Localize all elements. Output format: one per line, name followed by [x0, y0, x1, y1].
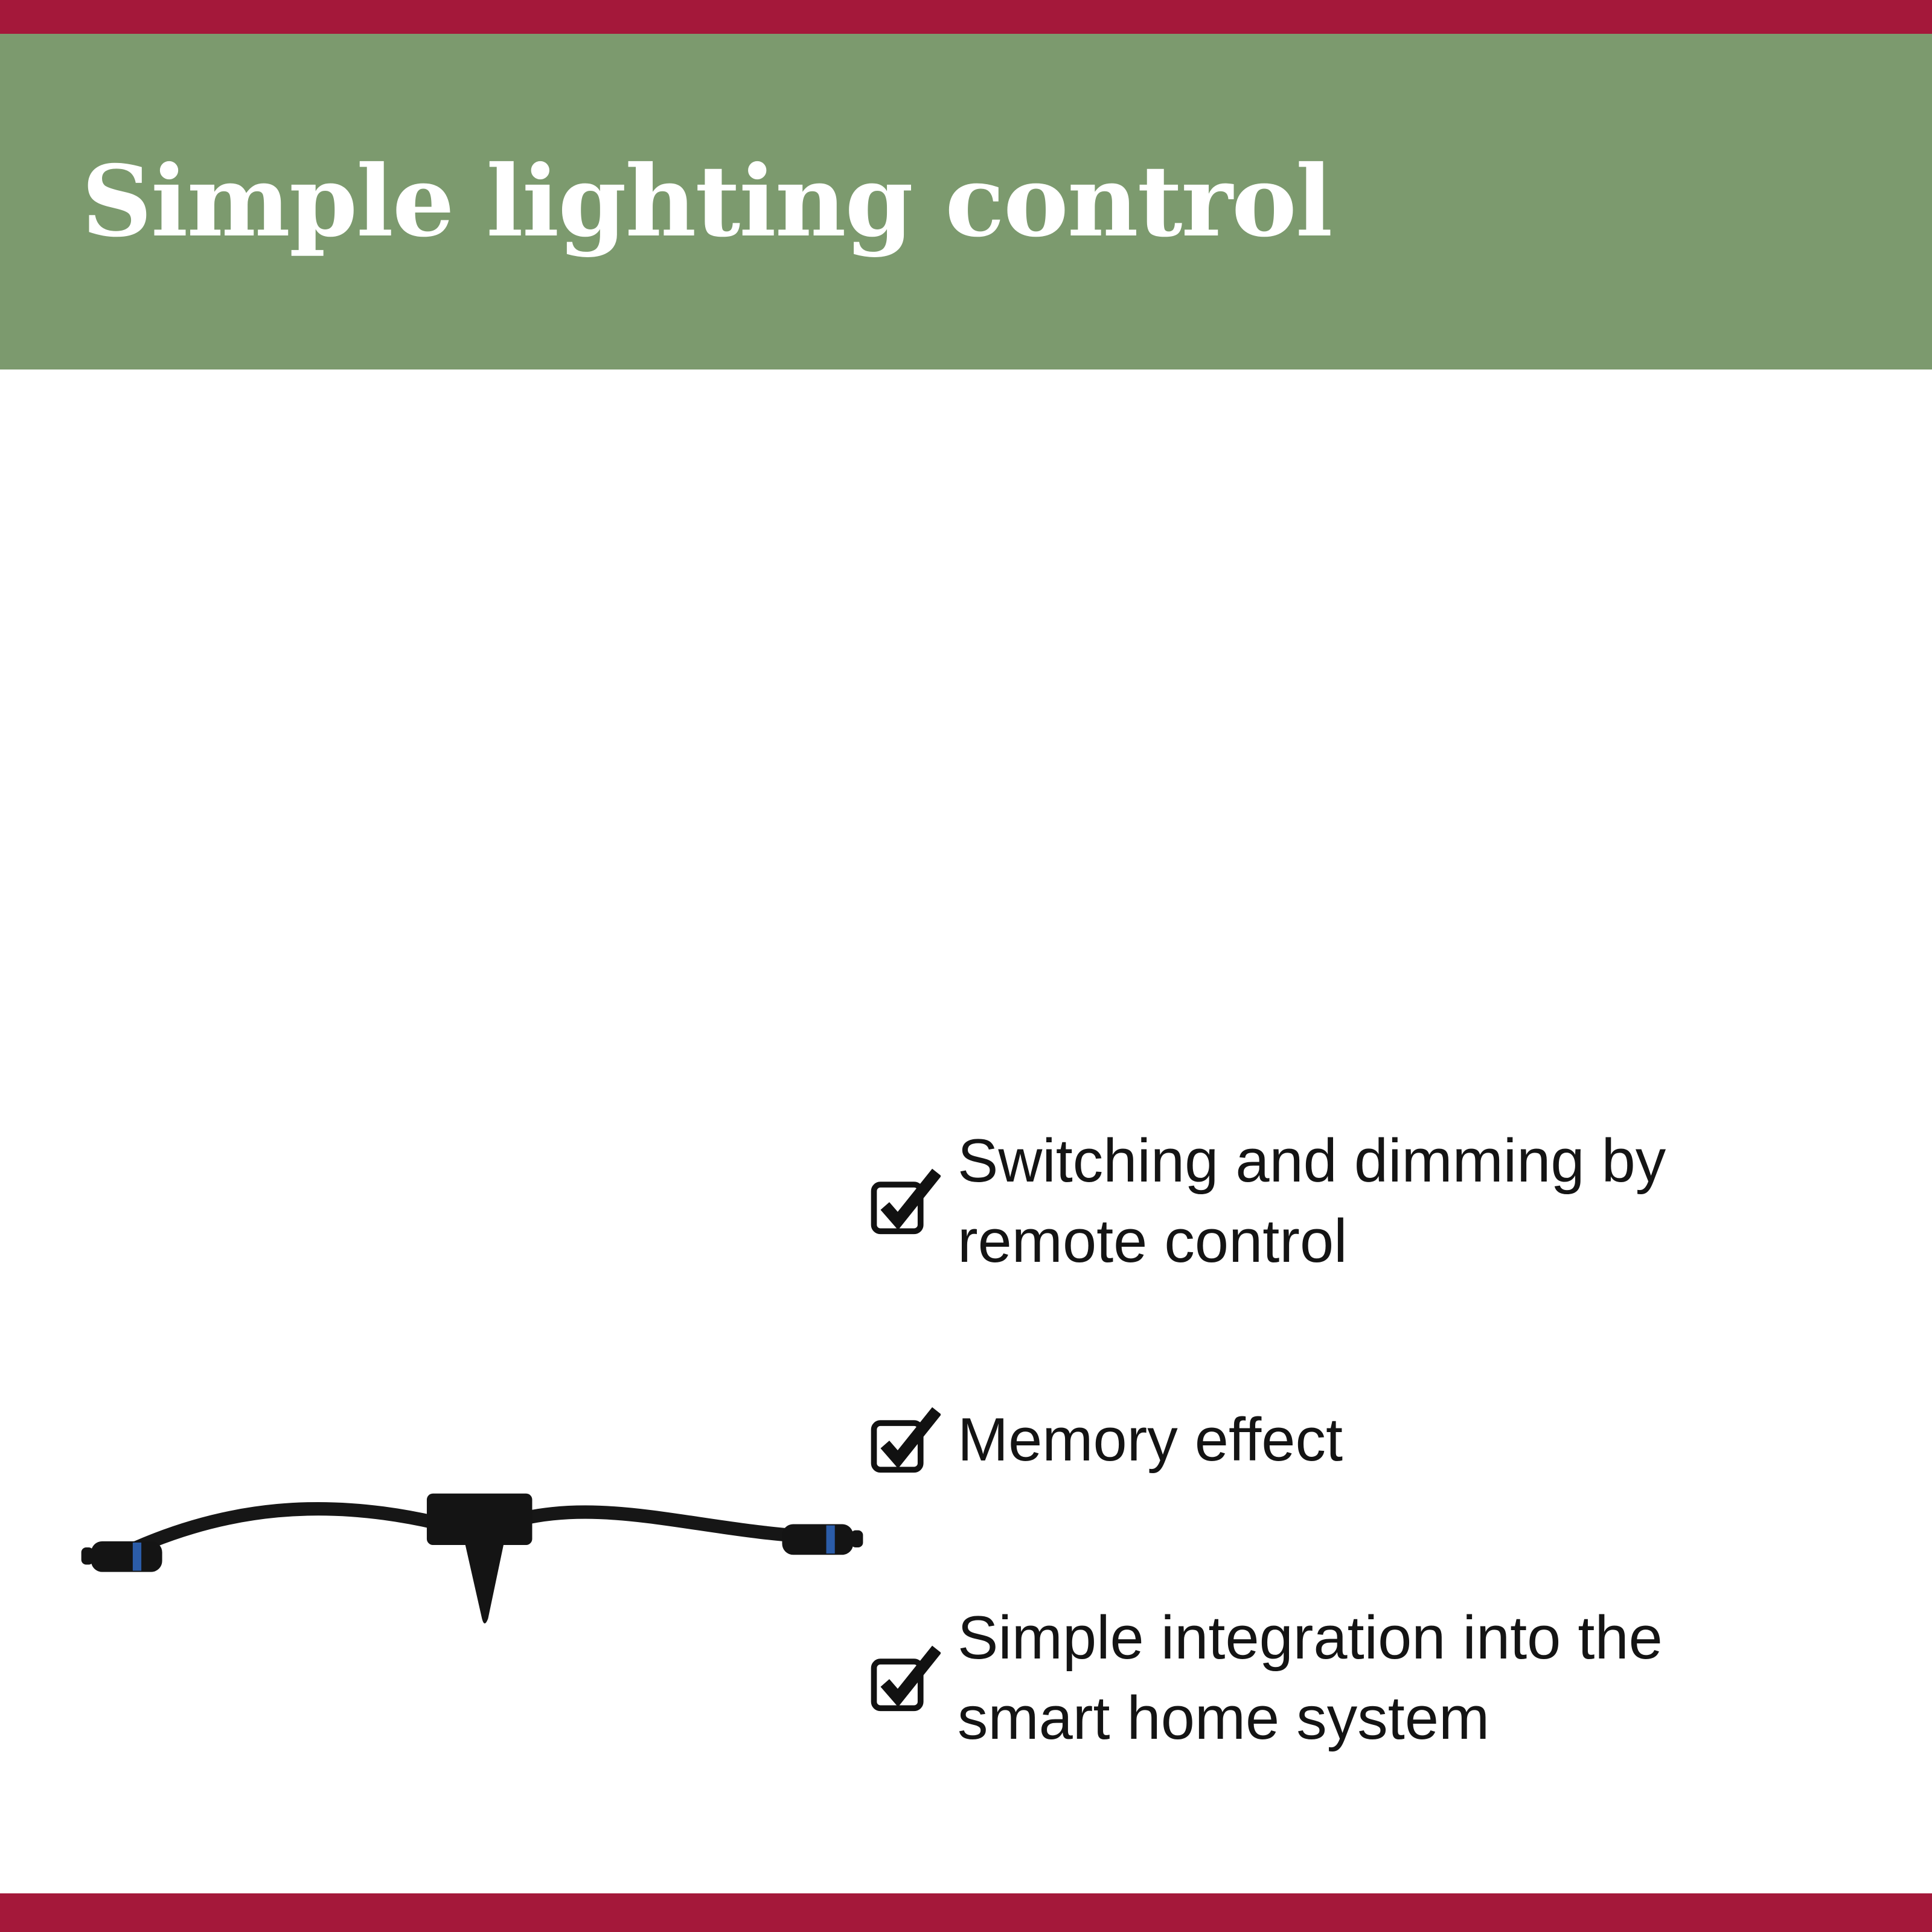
checkbox-check-icon [869, 1404, 941, 1476]
header-band: Simple lighting control [0, 34, 1932, 369]
bottom-accent-bar [0, 1893, 1932, 1932]
top-accent-bar [0, 0, 1932, 34]
feature-label: Memory effect [958, 1406, 1343, 1474]
list-item: Memory effect [869, 1400, 1775, 1480]
feature-label: Switching and dimming by remote control [958, 1127, 1666, 1276]
page-title: Simple lighting control [82, 144, 1332, 259]
content-area: Switching and dimming by remote control … [0, 369, 1932, 1893]
product-image [78, 1420, 863, 1628]
list-item: Simple integration into the smart home s… [869, 1598, 1775, 1759]
feature-checklist: Switching and dimming by remote control … [869, 1121, 1775, 1759]
feature-label: Simple integration into the smart home s… [958, 1604, 1663, 1753]
checkbox-check-icon [869, 1643, 941, 1714]
checkbox-check-icon [869, 1166, 941, 1237]
cable-junction-illustration [81, 1493, 863, 1623]
list-item: Switching and dimming by remote control [869, 1121, 1775, 1282]
